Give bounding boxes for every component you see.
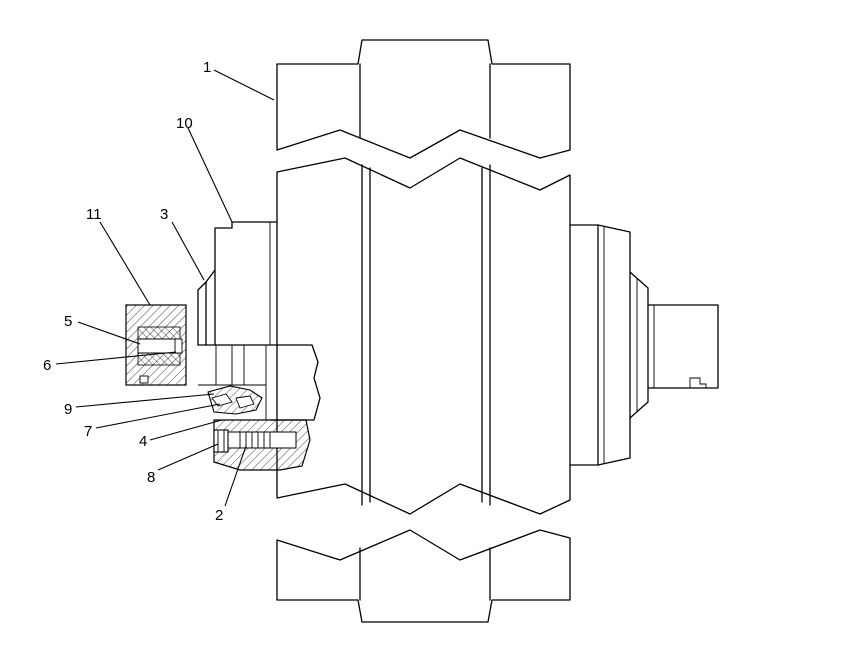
callout-labels: 1 10 11 3 5 6 9 7 4 8 2 xyxy=(43,59,223,524)
callout-1: 1 xyxy=(203,59,211,76)
callout-9: 9 xyxy=(64,401,72,418)
callout-5: 5 xyxy=(64,313,72,330)
callout-10: 10 xyxy=(176,115,193,132)
callout-7: 7 xyxy=(84,423,92,440)
seal-group-section xyxy=(207,385,263,415)
lower-flange xyxy=(276,529,571,623)
callout-3: 3 xyxy=(160,206,168,223)
roller-body xyxy=(276,157,571,515)
left-end-collar xyxy=(197,221,278,346)
callout-8: 8 xyxy=(147,469,155,486)
upper-flange xyxy=(276,39,571,159)
bolt-threads xyxy=(239,432,271,448)
callout-4: 4 xyxy=(139,433,147,450)
cap-11-section xyxy=(125,304,187,386)
right-end-assembly xyxy=(569,224,719,466)
shaft-section xyxy=(197,344,321,421)
callout-leaders xyxy=(55,69,275,507)
callout-11: 11 xyxy=(86,206,102,223)
callout-2: 2 xyxy=(215,507,223,524)
retainer-bolt-section xyxy=(213,419,311,471)
callout-6: 6 xyxy=(43,357,51,374)
